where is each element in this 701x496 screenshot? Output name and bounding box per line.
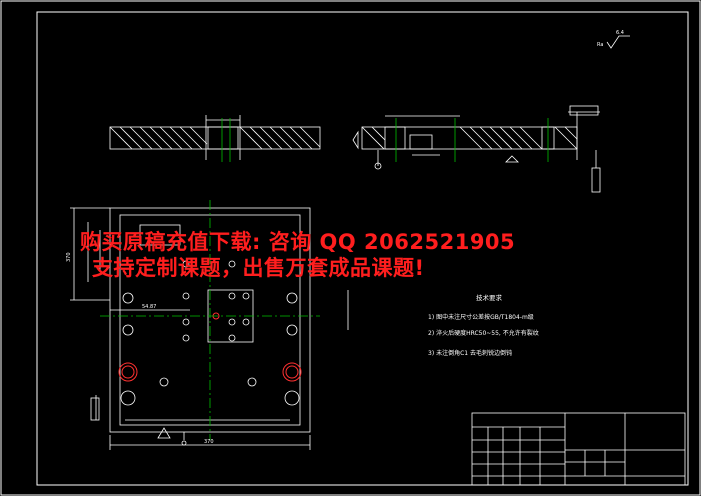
dim-height: 370 <box>66 252 72 262</box>
dim-plan-offset: 54.87 <box>142 304 156 310</box>
section-view-right <box>352 105 601 193</box>
tech-note-item: 1) 图中未注尺寸公差按GB/T1804-m级 <box>428 314 534 321</box>
watermark-line-1: 购买原稿充值下载: 咨询 QQ 2062521905 <box>80 230 516 254</box>
inner-frame <box>36 11 689 486</box>
roughness-value: 6.4 <box>616 30 624 36</box>
tech-note-item: 3) 未注倒角C1 去毛刺锐边倒钝 <box>428 350 512 357</box>
roughness-label: Ra <box>597 42 603 48</box>
plan-holes <box>120 260 300 406</box>
dim-overall-width: 370 <box>204 439 214 445</box>
roughness-symbol <box>606 35 630 49</box>
tech-notes-title: 技术要求 <box>476 294 502 302</box>
section-view-left <box>109 115 321 160</box>
watermark-line-2: 支持定制课题，出售万套成品课题! <box>92 256 425 280</box>
tech-note-item: 2) 淬火后硬度HRC50~55, 不允许有裂纹 <box>428 330 539 337</box>
plan-centerlines <box>100 200 320 440</box>
title-block <box>471 412 686 486</box>
